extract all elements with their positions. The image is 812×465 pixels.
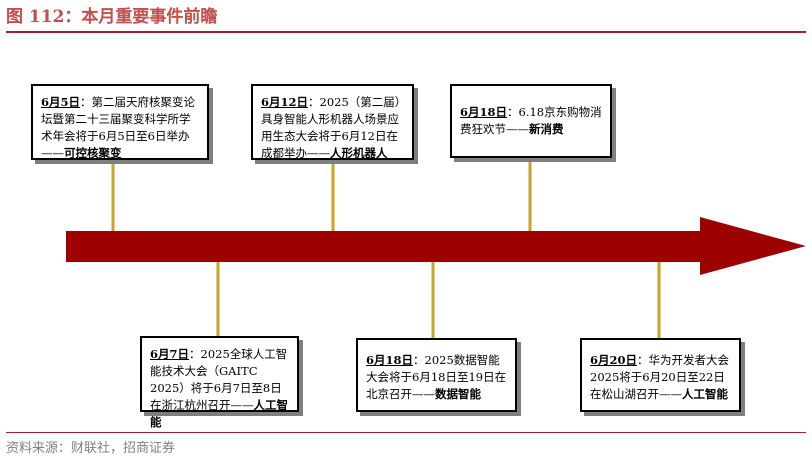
event-tag: 新消费 — [529, 122, 564, 136]
source-note: 资料来源：财联社，招商证券 — [6, 441, 176, 456]
event-tag: 人形机器人 — [330, 146, 388, 160]
event-date: 6月5日 — [41, 95, 81, 109]
figure-title: 图 112：本月重要事件前瞻 — [6, 7, 218, 27]
event-text: 2025全球人工智能技术大会（GAITC 2025）将于6月7日至8日在浙江杭州… — [150, 347, 288, 412]
event-sep: ： — [507, 105, 519, 119]
timeline-arrow — [66, 217, 806, 275]
event-date: 6月18日 — [366, 353, 414, 367]
event-date: 6月20日 — [590, 353, 638, 367]
event-tag: 可控核聚变 — [64, 146, 122, 160]
event-box: 6月18日：2025数据智能大会将于6月18日至19日在北京召开——数据智能 — [356, 338, 517, 412]
event-sep: ： — [308, 95, 320, 109]
event-box: 6月7日：2025全球人工智能技术大会（GAITC 2025）将于6月7日至8日… — [140, 336, 299, 429]
event-date: 6月7日 — [150, 347, 190, 361]
event-sep: ： — [637, 353, 649, 367]
event-date: 6月18日 — [460, 105, 508, 119]
event-box: 6月5日：第二届天府核聚变论坛暨第二十三届聚变科学所学术年会将于6月5日至6日举… — [31, 84, 209, 160]
event-tag: 数据智能 — [435, 387, 481, 401]
event-tag: 人工智能 — [682, 387, 728, 401]
event-text: 第二届天府核聚变论坛暨第二十三届聚变科学所学术年会将于6月5日至6日举办—— — [41, 95, 196, 160]
title-divider — [6, 31, 806, 33]
event-sep: ： — [80, 95, 92, 109]
event-box: 6月18日：6.18京东购物消费狂欢节——新消费 — [450, 84, 612, 158]
event-box: 6月12日：2025（第二届）具身智能人形机器人场景应用生态大会将于6月12日在… — [251, 84, 414, 160]
event-text: 华为开发者大会2025将于6月20日至22日在松山湖召开—— — [590, 353, 730, 401]
event-tag: 人工智能 — [150, 398, 288, 429]
event-text: 2025数据智能大会将于6月18日至19日在北京召开—— — [366, 353, 507, 401]
event-sep: ： — [189, 347, 201, 361]
event-box: 6月20日：华为开发者大会2025将于6月20日至22日在松山湖召开——人工智能 — [580, 338, 741, 412]
event-text: 2025（第二届）具身智能人形机器人场景应用生态大会将于6月12日在成都举办—— — [261, 95, 401, 160]
event-date: 6月12日 — [261, 95, 309, 109]
event-text: 6.18京东购物消费狂欢节—— — [460, 105, 602, 136]
event-sep: ： — [413, 353, 425, 367]
footer-divider — [6, 432, 806, 433]
